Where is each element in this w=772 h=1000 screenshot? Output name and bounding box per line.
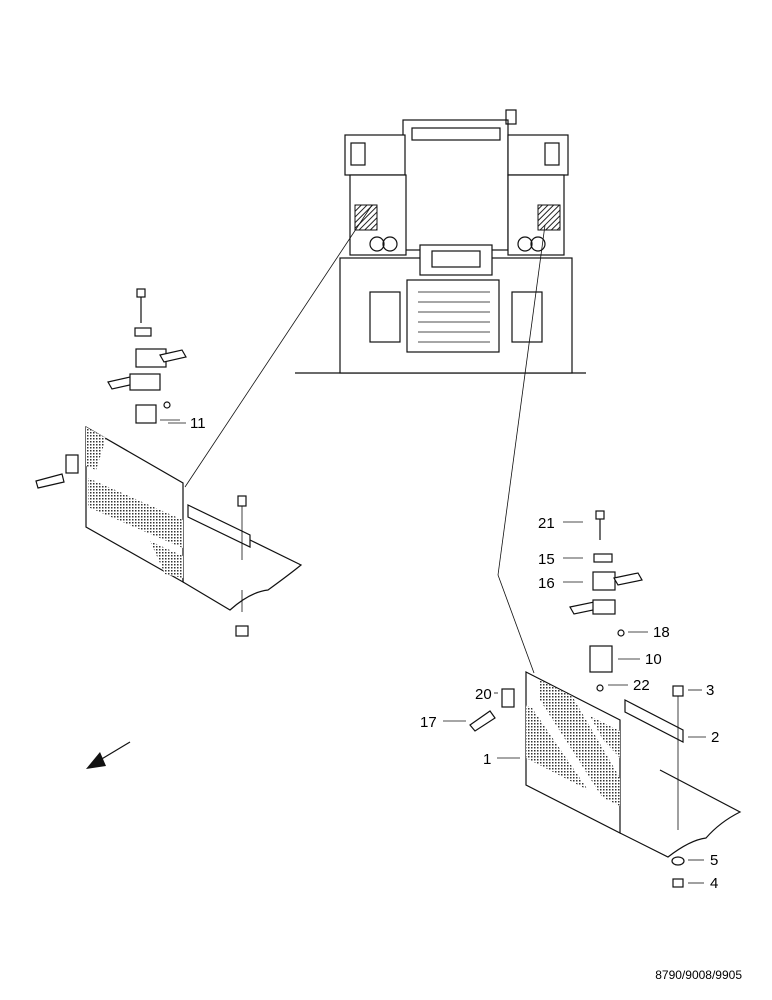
callout-label-5: 5 (710, 852, 718, 869)
callout-5: 5 (688, 852, 718, 869)
callout-22: 22 (608, 677, 650, 694)
callout-15: 15 (538, 551, 583, 568)
callout-10: 10 (618, 651, 662, 668)
callout-16: 16 (538, 575, 583, 592)
callout-label-21: 21 (538, 515, 555, 532)
callout-2: 2 (688, 729, 719, 746)
callout-11: 11 (168, 415, 206, 432)
callout-label-11: 11 (190, 415, 206, 432)
callout-label-16: 16 (538, 575, 555, 592)
callout-3: 3 (688, 682, 714, 699)
callout-18: 18 (628, 624, 670, 641)
direction-arrow-icon (86, 741, 131, 769)
document-number: 8790/9008/9905 (655, 968, 742, 982)
vehicle-rear-view (295, 109, 586, 374)
callout-label-2: 2 (711, 729, 719, 746)
callout-21: 21 (538, 515, 583, 532)
callout-20: 20 (475, 686, 498, 703)
right-assembly (469, 510, 742, 888)
callout-label-22: 22 (633, 677, 650, 694)
callout-label-17: 17 (420, 714, 437, 731)
callout-label-15: 15 (538, 551, 555, 568)
callout-label-10: 10 (645, 651, 662, 668)
leader-line-left (184, 204, 373, 488)
callout-label-3: 3 (706, 682, 714, 699)
leader-line-right (497, 224, 546, 576)
callout-label-1: 1 (483, 751, 491, 768)
callout-label-18: 18 (653, 624, 670, 641)
left-assembly (35, 288, 303, 637)
callout-4: 4 (688, 875, 718, 892)
callout-1: 1 (483, 751, 520, 768)
callout-17: 17 (420, 714, 466, 731)
callout-label-4: 4 (710, 875, 718, 892)
leader-line-right-lower (497, 574, 535, 674)
callout-label-20: 20 (475, 686, 492, 703)
